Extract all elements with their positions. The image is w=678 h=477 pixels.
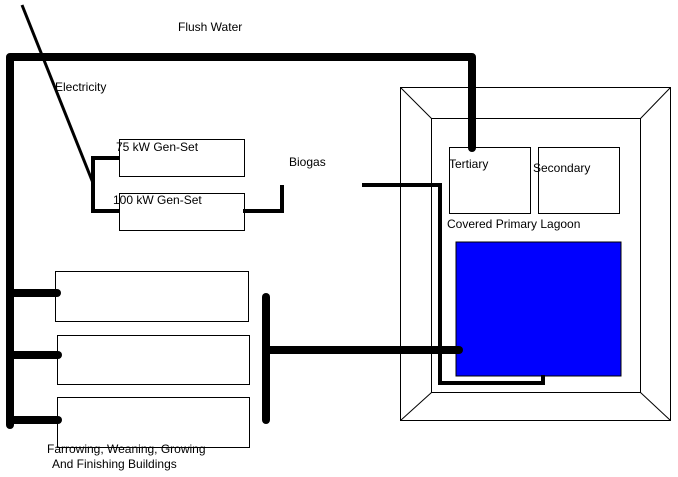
genset-100kw-label: 100 kW Gen-Set: [113, 193, 202, 207]
genset-bracket: [91, 156, 120, 213]
berm-corner-bl: [400, 392, 432, 421]
building-1: [55, 271, 249, 322]
covered-primary-lagoon: [455, 241, 622, 377]
tertiary-label: Tertiary: [449, 157, 488, 171]
secondary-lagoon: [538, 147, 620, 214]
biogas-line-to-gensets: [243, 185, 284, 213]
electricity-line: [20, 4, 95, 184]
lagoon-outer-berm: [400, 87, 671, 421]
berm-corner-tr: [640, 87, 671, 119]
biogas-pipe-from-lagoon: [362, 183, 545, 385]
electricity-label: Electricity: [55, 80, 106, 94]
flush-water-line: [6, 53, 476, 429]
biogas-label: Biogas: [289, 155, 326, 169]
secondary-label: Secondary: [533, 161, 590, 175]
building-3: [57, 397, 250, 448]
tertiary-lagoon: [449, 147, 531, 214]
lagoon-inner-edge: [431, 118, 641, 393]
buildings-label-line1: Farrowing, Weaning, Growing: [47, 442, 206, 456]
genset-75kw-label: 75 kW Gen-Set: [116, 140, 199, 154]
primary-lagoon-label: Covered Primary Lagoon: [447, 217, 580, 231]
berm-corner-tl: [400, 87, 432, 119]
lagoon-structure: [400, 87, 671, 421]
flush-water-label: Flush Water: [178, 20, 242, 34]
building-2: [57, 335, 250, 385]
buildings-label-line2: And Finishing Buildings: [52, 457, 177, 471]
berm-corner-br: [640, 392, 671, 421]
